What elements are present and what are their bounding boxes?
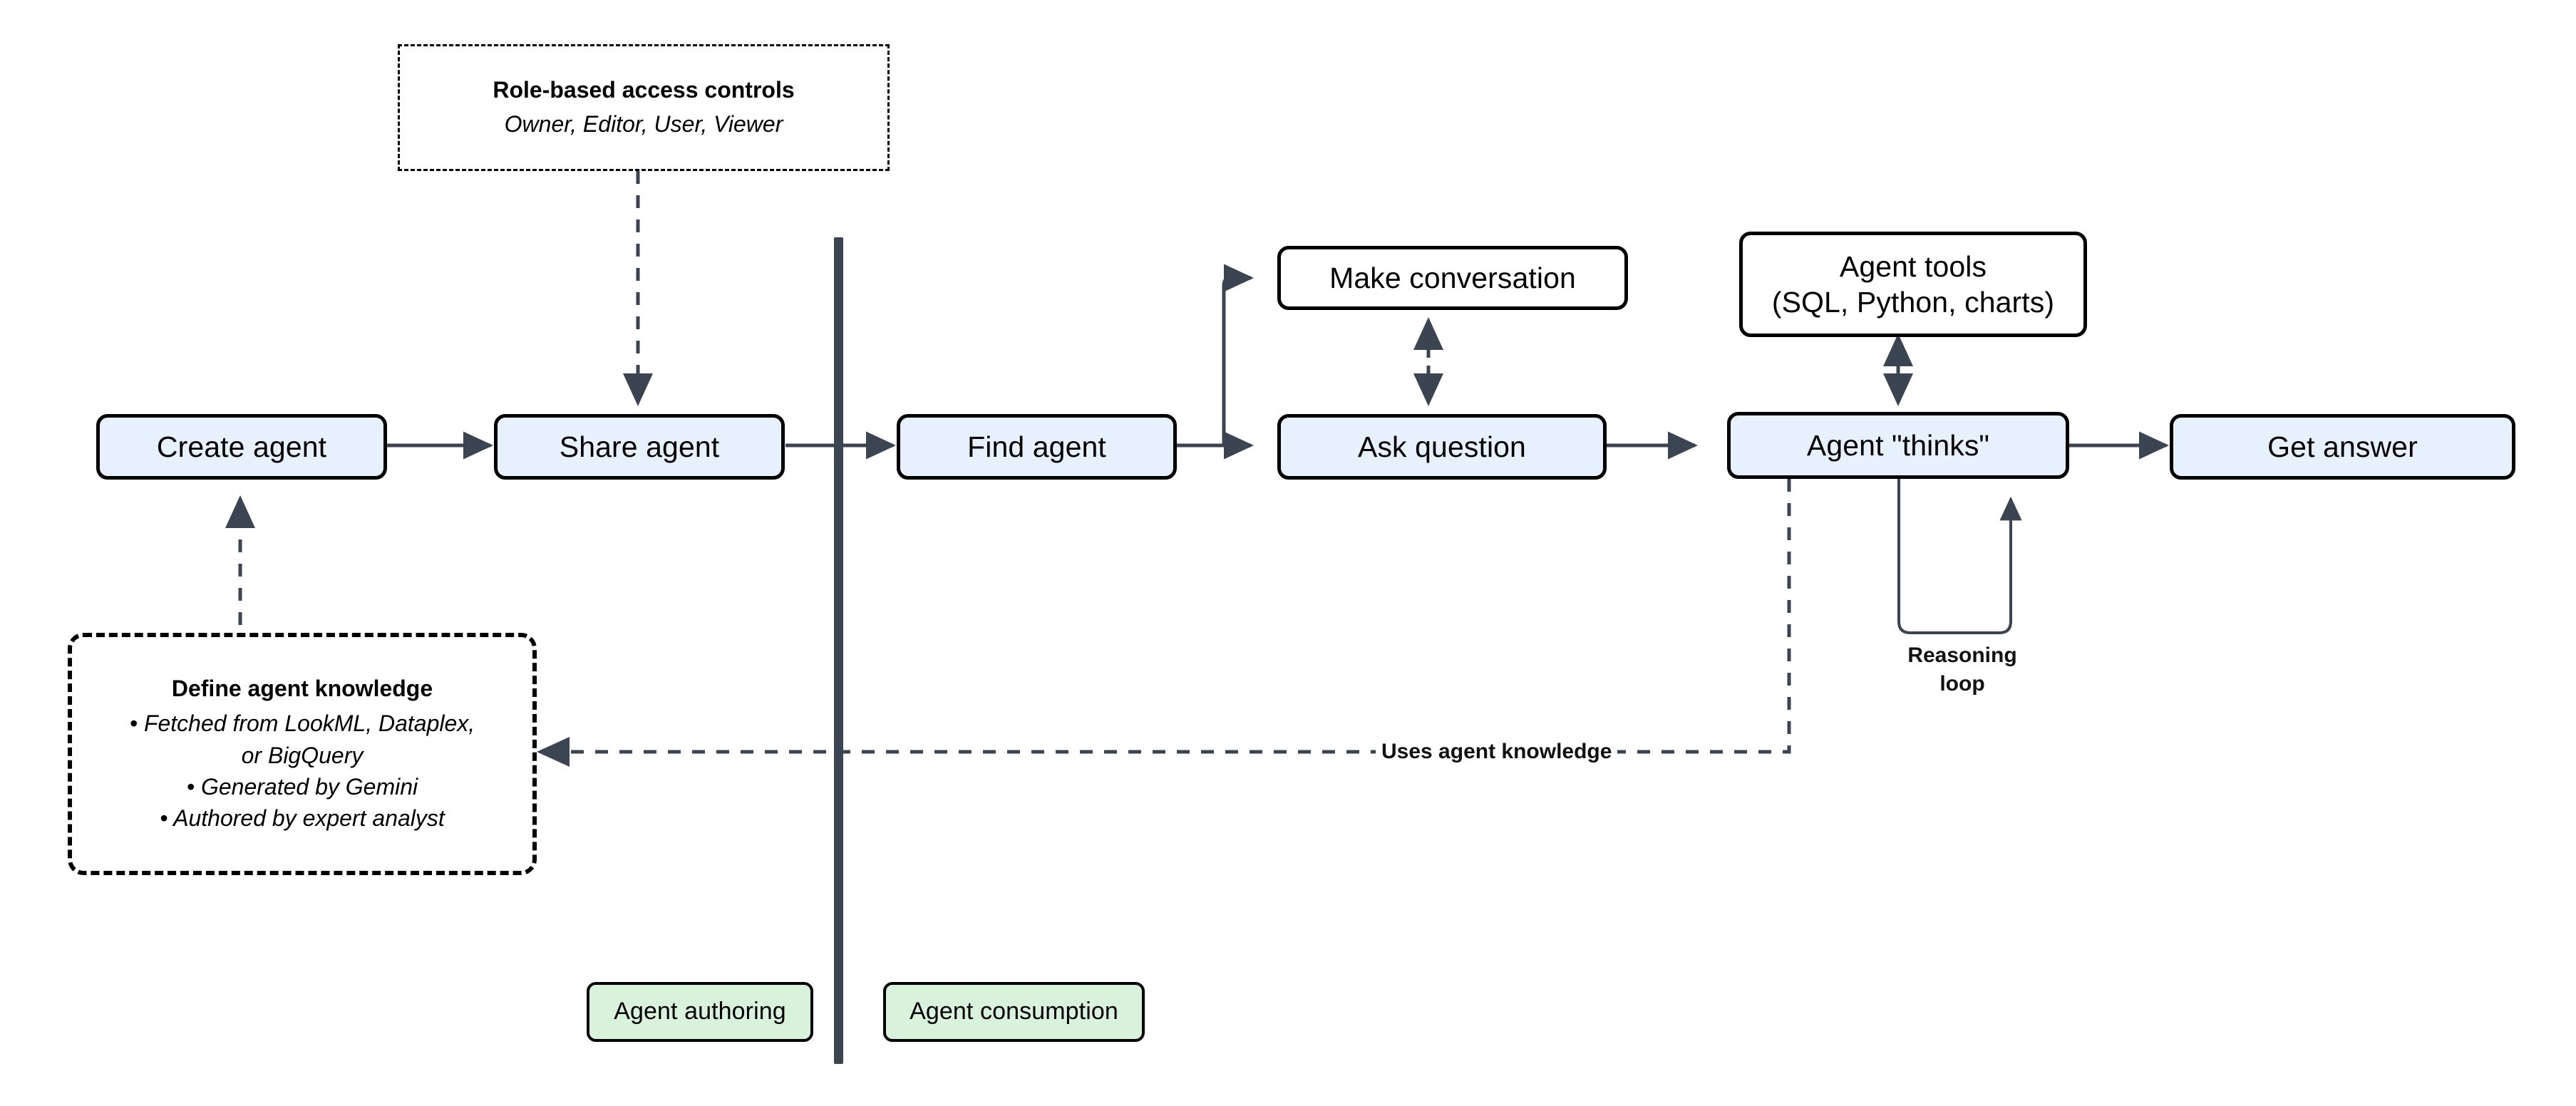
edge-label-reasoning-loop-line1: Reasoning (1907, 644, 2017, 667)
legend-agent-authoring-label: Agent authoring (614, 998, 786, 1025)
node-ask-question[interactable]: Ask question (1277, 414, 1607, 480)
edge-label-uses-agent-knowledge-text: Uses agent knowledge (1381, 740, 1612, 763)
node-create-agent-label: Create agent (156, 430, 327, 463)
node-agent-thinks-label: Agent "thinks" (1806, 428, 1990, 462)
edge-label-reasoning-loop-line2: loop (1939, 671, 1985, 696)
note-knowledge-bullets: • Fetched from LookML, Dataplex, or BigQ… (130, 708, 475, 834)
edge-branch-to-conversation (1222, 264, 1254, 445)
node-find-agent-label: Find agent (967, 430, 1106, 463)
edge-label-reasoning-loop: Reasoning loop (1882, 641, 2043, 698)
node-make-conversation[interactable]: Make conversation (1277, 246, 1628, 310)
note-role-based-access-controls: Role-based access controls Owner, Editor… (398, 44, 890, 171)
node-get-answer[interactable]: Get answer (2170, 414, 2515, 480)
note-rbac-title: Role-based access controls (493, 76, 795, 103)
edge-reasoning-loop (1897, 479, 2022, 634)
node-get-answer-label: Get answer (2267, 430, 2418, 463)
legend-agent-authoring[interactable]: Agent authoring (587, 982, 813, 1042)
section-divider (834, 237, 843, 1064)
node-share-agent-label: Share agent (559, 430, 720, 463)
note-knowledge-bullet-3: • Authored by expert analyst (160, 805, 445, 831)
node-agent-tools[interactable]: Agent tools (SQL, Python, charts) (1739, 232, 2087, 337)
node-create-agent[interactable]: Create agent (96, 414, 387, 480)
legend-agent-consumption[interactable]: Agent consumption (883, 982, 1145, 1042)
edge-label-uses-agent-knowledge: Uses agent knowledge (1376, 738, 1618, 766)
note-define-agent-knowledge: Define agent knowledge • Fetched from Lo… (68, 633, 537, 875)
node-agent-thinks[interactable]: Agent "thinks" (1727, 412, 2069, 479)
node-ask-question-label: Ask question (1358, 430, 1526, 463)
note-knowledge-title: Define agent knowledge (171, 675, 433, 701)
node-share-agent[interactable]: Share agent (494, 414, 785, 480)
note-knowledge-bullet-2: • Generated by Gemini (186, 773, 418, 800)
note-rbac-subtitle: Owner, Editor, User, Viewer (504, 111, 783, 138)
legend-agent-consumption-label: Agent consumption (910, 998, 1118, 1025)
node-find-agent[interactable]: Find agent (897, 414, 1177, 480)
node-agent-tools-label-line2: (SQL, Python, charts) (1771, 286, 2055, 319)
note-knowledge-bullet-1: • Fetched from LookML, Dataplex, or BigQ… (129, 710, 475, 768)
edge-uses-agent-knowledge (536, 479, 1791, 767)
node-agent-tools-label-line1: Agent tools (1839, 249, 1987, 283)
node-make-conversation-label: Make conversation (1329, 261, 1576, 294)
